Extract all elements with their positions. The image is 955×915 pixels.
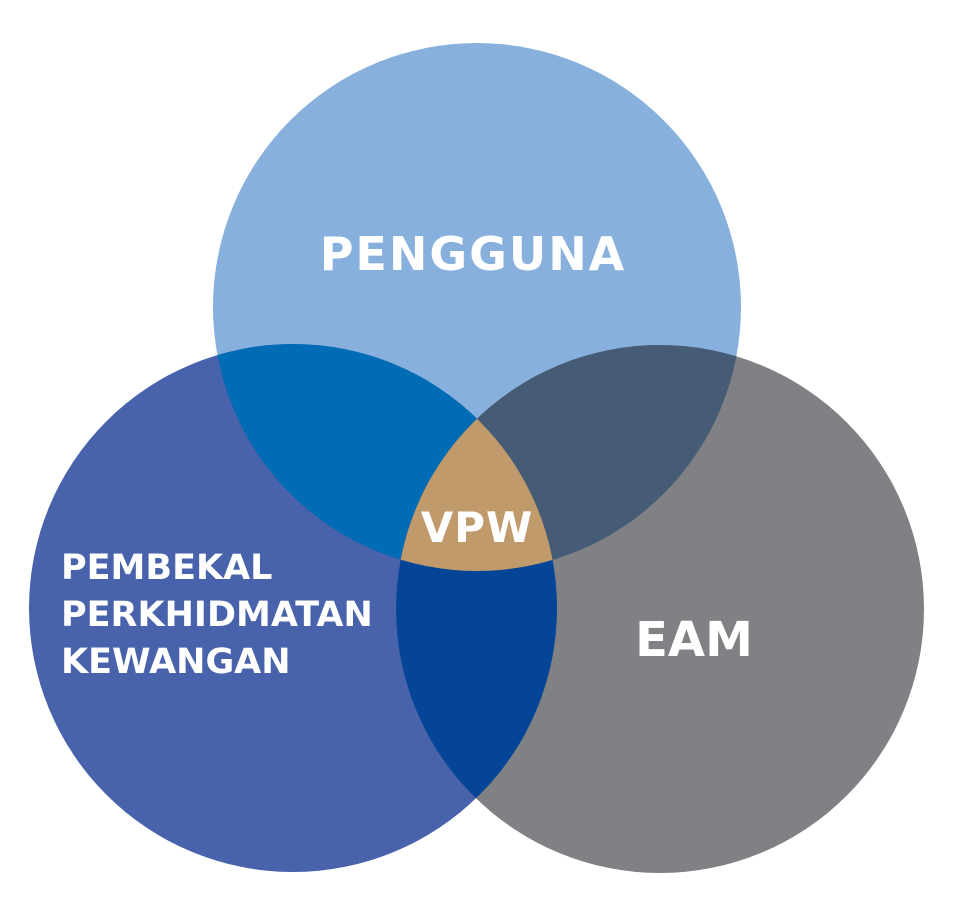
label-pembekal-line-2: PERKHIDMATAN xyxy=(61,595,373,635)
label-pembekal-line-3: KEWANGAN xyxy=(61,642,291,682)
label-pengguna: PENGGUNA xyxy=(320,227,627,281)
label-eam: EAM xyxy=(635,612,753,668)
overlap-pengguna-pembekal xyxy=(213,344,557,571)
label-pembekal-line-1: PEMBEKAL xyxy=(61,548,273,588)
label-vpw: VPW xyxy=(421,503,534,552)
overlap-pengguna-eam xyxy=(396,345,741,571)
